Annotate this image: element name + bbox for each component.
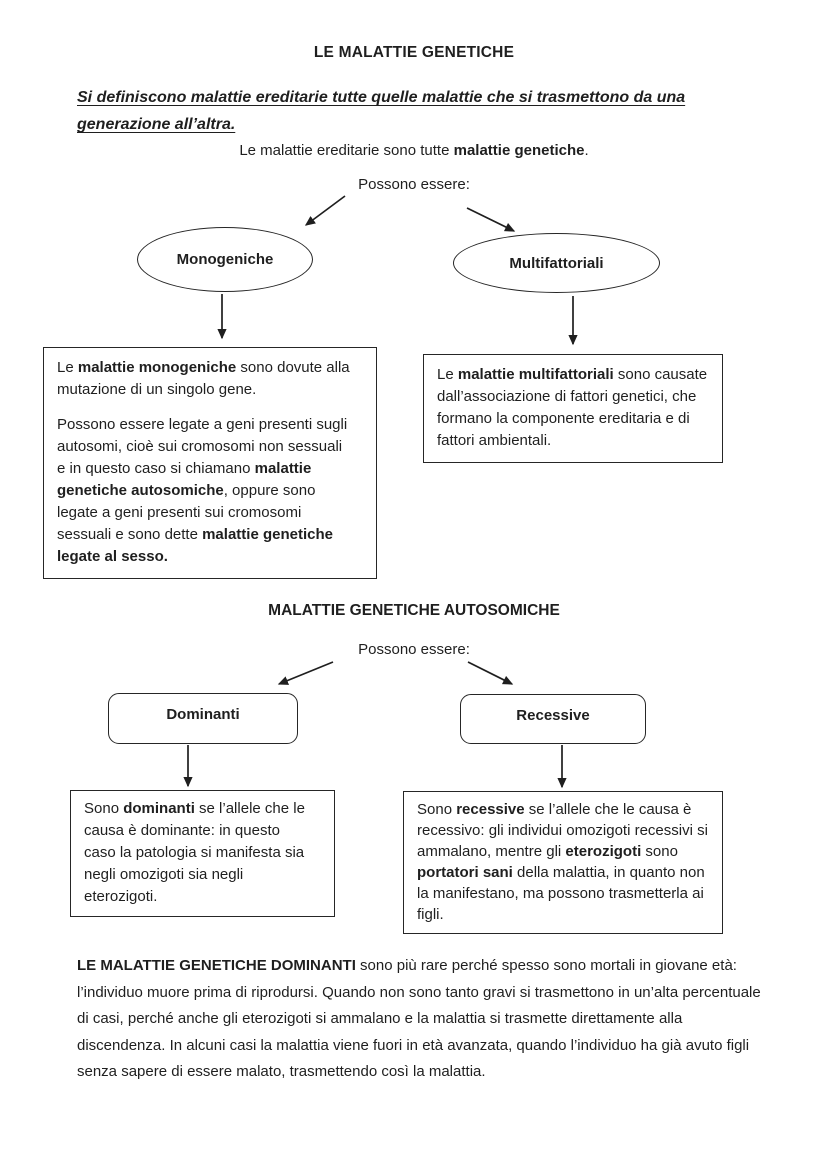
monogeniche-paragraph-1: Le malattie monogeniche sono dovute alla… <box>57 359 350 398</box>
node-multifattoriali: Multifattoriali <box>453 233 660 293</box>
multifattoriali-paragraph: Le malattie multifattoriali sono causate… <box>437 366 708 449</box>
page-title: LE MALATTIE GENETICHE <box>313 44 515 61</box>
dominanti-description-box: Sono dominanti se l’allele che le causa … <box>70 790 335 917</box>
arrow-branch-to-dominanti <box>277 661 334 685</box>
arrow-branch-to-monogeniche <box>304 195 346 226</box>
node-dominanti-label: Dominanti <box>166 706 240 723</box>
node-monogeniche: Monogeniche <box>137 227 313 292</box>
closing-paragraph: LE MALATTIE GENETICHE DOMINANTI sono più… <box>77 957 761 1080</box>
branch-label-dominanti-recessive: Possono essere: <box>358 641 470 658</box>
node-dominanti: Dominanti <box>108 693 298 744</box>
node-monogeniche-label: Monogeniche <box>176 251 274 268</box>
section-heading-autosomiche: MALATTIE GENETICHE AUTOSOMICHE <box>268 602 560 619</box>
branch-label-monogeniche-multifattoriali: Possono essere: <box>358 176 470 193</box>
arrow-branch-to-multifattoriali <box>466 207 516 232</box>
lead-sentence: Le malattie ereditarie sono tutte malatt… <box>239 142 589 159</box>
node-multifattoriali-label: Multifattoriali <box>509 254 604 272</box>
node-recessive-label: Recessive <box>516 707 590 724</box>
monogeniche-paragraph-2: Possono essere legate a geni presenti su… <box>57 416 348 565</box>
recessive-paragraph: Sono recessive se l’allele che le causa … <box>417 801 708 923</box>
recessive-description-box: Sono recessive se l’allele che le causa … <box>403 791 723 934</box>
dominanti-paragraph: Sono dominanti se l’allele che le causa … <box>84 800 305 905</box>
intro-statement: Si definiscono malattie ereditarie tutte… <box>77 89 686 133</box>
monogeniche-description-box: Le malattie monogeniche sono dovute alla… <box>43 347 377 579</box>
multifattoriali-description-box: Le malattie multifattoriali sono causate… <box>423 354 723 463</box>
node-recessive: Recessive <box>460 694 646 744</box>
arrow-branch-to-recessive <box>467 661 514 685</box>
